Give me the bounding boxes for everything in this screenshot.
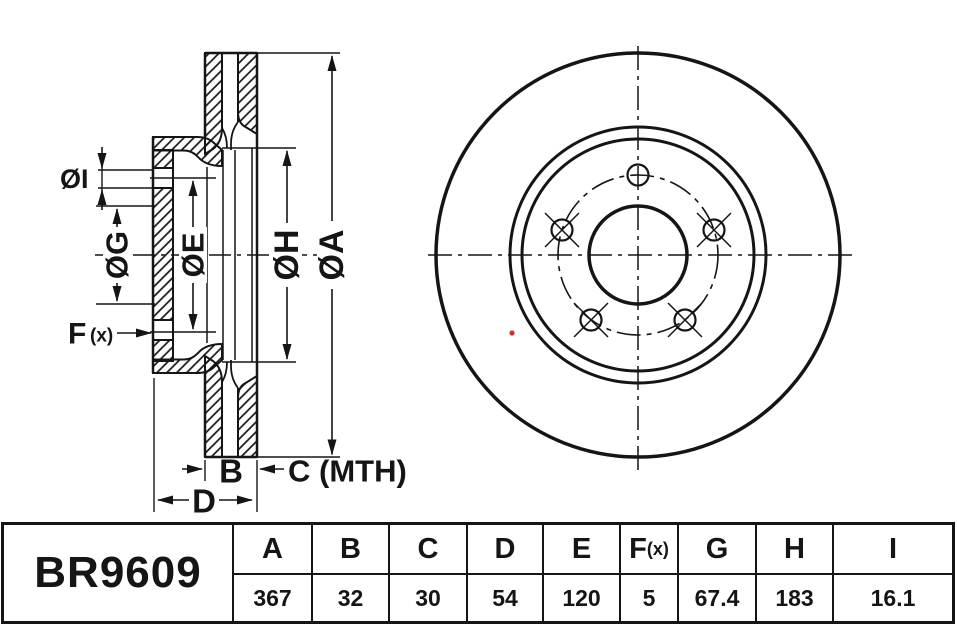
label-backplates	[103, 221, 347, 513]
dim-label-dia-i: ØI	[60, 164, 89, 194]
dim-label-c-mth: C (MTH)	[288, 454, 407, 489]
col-value-b: 32	[313, 575, 390, 621]
bolt-hole-cross-marks	[544, 212, 732, 338]
front-view	[428, 46, 852, 470]
mount-wall-lower	[152, 339, 174, 362]
col-header-d: D	[468, 525, 544, 575]
dim-label-b: B	[219, 453, 243, 490]
bolt-holes	[550, 163, 726, 332]
dim-label-dia-e: ØE	[176, 233, 211, 278]
col-header-a: A	[234, 525, 313, 575]
bolt-hole-left	[550, 218, 574, 242]
friction-plate-bottom-left	[204, 354, 223, 458]
col-value-h: 183	[757, 575, 834, 621]
col-value-f: 5	[621, 575, 679, 621]
col-value-e: 120	[544, 575, 621, 621]
cross-section-view: ØA ØH ØE ØG ØI F (x) B C (MTH) D	[60, 51, 407, 520]
col-value-a: 367	[234, 575, 313, 621]
col-value-i: 16.1	[834, 575, 952, 621]
mount-wall-upper	[152, 149, 174, 169]
col-header-i: I	[834, 525, 952, 575]
col-header-b: B	[313, 525, 390, 575]
col-value-g: 67.4	[679, 575, 757, 621]
bolt-hole-right	[702, 218, 726, 242]
bolt-hole-top	[626, 163, 650, 187]
hat-outer-circle	[508, 125, 768, 385]
dim-label-f: F	[68, 318, 86, 351]
spec-table: BR9609 A B C D E F(x) G H I 367 32 30 54…	[1, 522, 955, 624]
col-header-h: H	[757, 525, 834, 575]
friction-plate-top-right	[237, 52, 258, 136]
technical-drawing: ØA ØH ØE ØG ØI F (x) B C (MTH) D	[60, 46, 852, 520]
col-header-g: G	[679, 525, 757, 575]
center-bore-circle	[587, 204, 689, 306]
bolt-hole-bottom-left	[579, 308, 603, 332]
dim-label-d: D	[192, 483, 216, 520]
mount-wall-middle	[152, 187, 174, 321]
dim-label-f-suffix: (x)	[90, 326, 113, 347]
dim-label-dia-g: ØG	[100, 231, 135, 279]
hat-step-circle	[520, 137, 756, 373]
bolt-circle	[557, 174, 719, 336]
dim-label-dia-h: ØH	[268, 230, 306, 281]
col-value-c: 30	[390, 575, 468, 621]
friction-plate-bottom-right	[237, 374, 258, 458]
extension-lines	[96, 52, 340, 512]
col-header-f: F(x)	[621, 525, 679, 575]
col-header-c: C	[390, 525, 468, 575]
hat-top-flange	[152, 136, 223, 168]
outer-diameter-circle	[434, 51, 842, 459]
col-value-d: 54	[468, 575, 544, 621]
dim-label-dia-a: ØA	[313, 230, 351, 281]
col-header-e: E	[544, 525, 621, 575]
part-number-cell: BR9609	[4, 525, 234, 621]
bolt-hole-bottom-right	[673, 308, 697, 332]
red-marker-dot	[509, 330, 515, 336]
